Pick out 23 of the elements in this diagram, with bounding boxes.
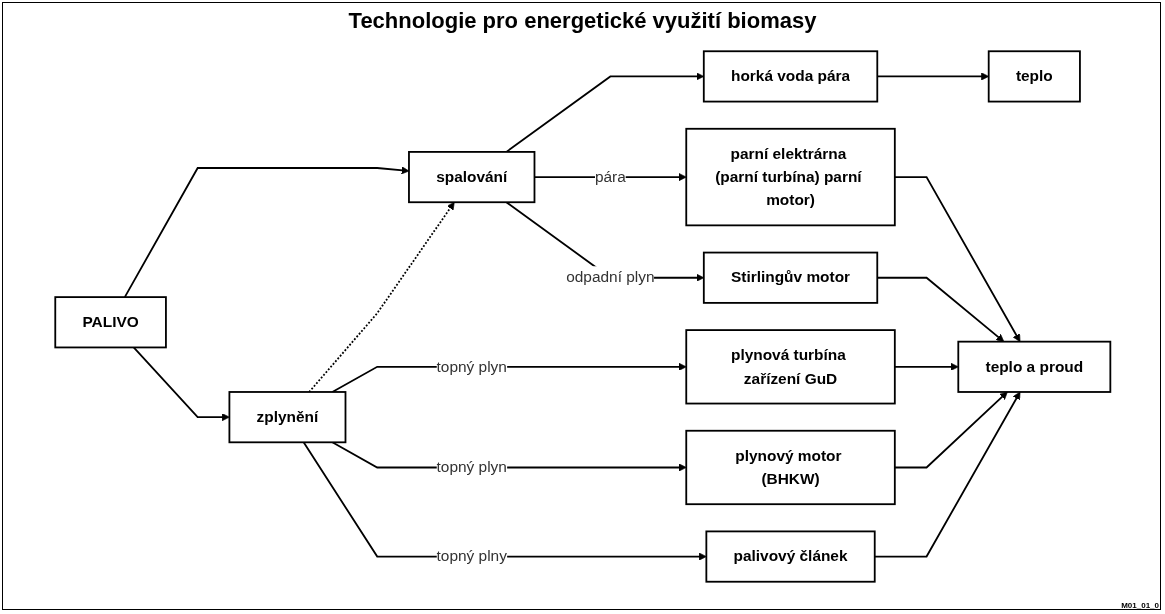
arrow <box>876 276 1004 342</box>
arrow <box>123 166 409 298</box>
edge-label: odpadní plyn <box>565 268 655 287</box>
node-box: teplo <box>987 50 1081 103</box>
node-box: palivový článek <box>705 530 876 583</box>
arrow <box>876 72 989 81</box>
diagram-title: Technologie pro energetické využití biomasy <box>348 8 817 34</box>
node-box: plynová turbína zařízení GuD <box>685 329 896 405</box>
node-box: zplynění <box>228 391 347 444</box>
node-box: teplo a proud <box>957 340 1111 393</box>
arrow <box>505 72 704 153</box>
node-box: Stirlingův motor <box>702 251 878 304</box>
edge-label: topný plyn <box>436 458 507 476</box>
node-box: plynový motor (BHKW) <box>685 429 896 506</box>
figure-code: M01_01_0 <box>1121 601 1159 610</box>
node-box: horká voda pára <box>702 50 878 103</box>
edge-label: pára <box>594 168 626 186</box>
edge-label: topný plny <box>436 547 507 565</box>
edge-label: topný plyn <box>436 357 507 376</box>
node-box: PALIVO <box>54 296 167 349</box>
node-box: spalování <box>407 151 536 204</box>
arrow <box>132 346 230 422</box>
node-box: parní elektrárna (parní turbína) parní motor) <box>685 127 896 227</box>
